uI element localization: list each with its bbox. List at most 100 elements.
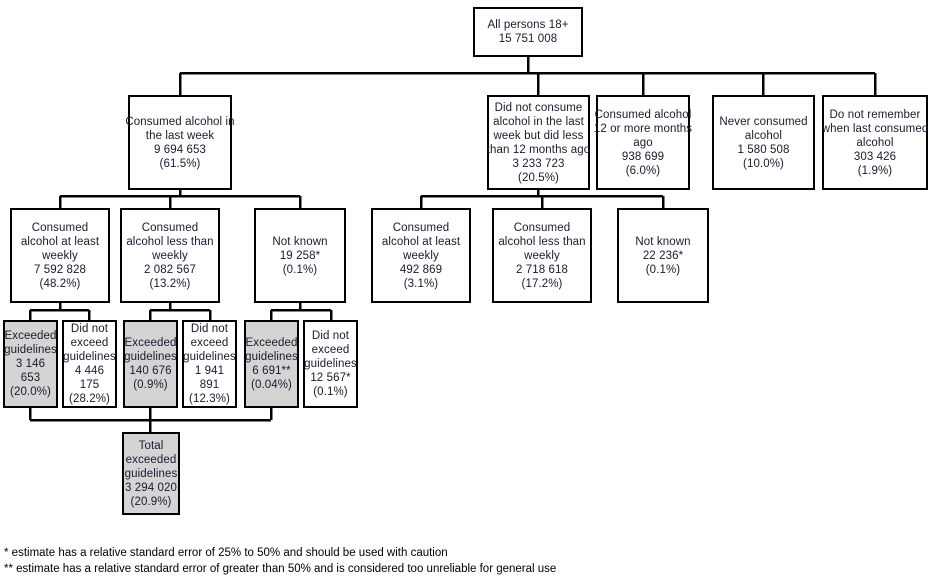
node-exceeded-2[interactable]: Exceeded guidelines 140 676 (0.9%) bbox=[123, 320, 178, 408]
node-line: (12.3%) bbox=[189, 393, 230, 405]
node-line: Consumed alcohol bbox=[594, 108, 692, 121]
node-lw-not-known[interactable]: Not known 19 258* (0.1%) bbox=[254, 208, 346, 303]
footnote-single-asterisk: * estimate has a relative standard error… bbox=[4, 547, 448, 559]
node-not-exceeded-2[interactable]: Did not exceed guidelines 1 941 891 (12.… bbox=[182, 320, 237, 408]
node-all-persons[interactable]: All persons 18+ 15 751 008 bbox=[473, 7, 583, 57]
node-line: Did not consume bbox=[494, 101, 583, 114]
node-line: 15 751 008 bbox=[498, 33, 558, 45]
node-nlw-not-known[interactable]: Not known 22 236* (0.1%) bbox=[617, 208, 709, 303]
node-line: 22 236* bbox=[642, 249, 684, 262]
node-line: Did not bbox=[70, 323, 109, 335]
node-line: guidelines bbox=[124, 467, 178, 480]
node-line: 1 941 891 bbox=[194, 365, 225, 391]
node-line: guidelines bbox=[245, 351, 298, 363]
node-line: guidelines bbox=[63, 351, 116, 363]
node-line: (0.1%) bbox=[282, 263, 318, 276]
node-line: guidelines bbox=[4, 344, 57, 356]
node-line: exceed bbox=[190, 337, 229, 349]
node-line: 938 699 bbox=[621, 150, 665, 163]
node-total-exceeded[interactable]: Total exceeded guidelines 3 294 020 (20.… bbox=[122, 432, 180, 515]
node-line: 4 446 175 bbox=[74, 365, 105, 391]
node-line: Consumed bbox=[513, 221, 571, 234]
node-line: 2 082 567 bbox=[143, 263, 197, 276]
node-line: 19 258* bbox=[279, 249, 321, 262]
node-line: 6 691** bbox=[252, 365, 291, 377]
node-exceeded-3[interactable]: Exceeded guidelines 6 691** (0.04%) bbox=[244, 320, 299, 408]
node-do-not-remember[interactable]: Do not remember when last consumed alcoh… bbox=[822, 95, 928, 190]
node-line: 9 694 653 bbox=[153, 143, 207, 156]
node-line: alcohol in the last bbox=[493, 115, 584, 128]
node-line: 12 or more months bbox=[593, 122, 693, 135]
node-line: (20.9%) bbox=[130, 495, 172, 508]
node-lw-less-than-weekly[interactable]: Consumed alcohol less than weekly 2 082 … bbox=[120, 208, 220, 303]
node-exceeded-1[interactable]: Exceeded guidelines 3 146 653 (20.0%) bbox=[3, 320, 58, 408]
footnote-double-asterisk: ** estimate has a relative standard erro… bbox=[4, 563, 557, 575]
node-line: All persons 18+ bbox=[487, 19, 569, 31]
node-line: (0.1%) bbox=[645, 263, 681, 276]
node-line: alcohol bbox=[744, 129, 783, 142]
node-line: Did not bbox=[311, 330, 350, 342]
node-line: (10.0%) bbox=[743, 157, 784, 170]
node-line: (17.2%) bbox=[521, 277, 563, 290]
node-line: 492 869 bbox=[399, 263, 443, 276]
node-line: guidelines bbox=[124, 351, 177, 363]
node-line: (0.1%) bbox=[313, 386, 348, 398]
node-line: Exceeded bbox=[124, 337, 177, 349]
node-line: 303 426 bbox=[853, 150, 897, 163]
node-line: 3 294 020 bbox=[124, 481, 178, 494]
node-line: 140 676 bbox=[129, 365, 172, 377]
node-line: 1 580 508 bbox=[737, 143, 790, 156]
node-not-last-week-under-12mo[interactable]: Did not consume alcohol in the last week… bbox=[487, 95, 590, 190]
node-line: Consumed bbox=[392, 221, 450, 234]
node-line: Never consumed bbox=[719, 115, 808, 128]
node-consumed-12-or-more-months-ago[interactable]: Consumed alcohol 12 or more months ago 9… bbox=[593, 95, 693, 190]
node-line: Not known bbox=[635, 235, 691, 248]
node-line: when last consumed bbox=[821, 122, 929, 135]
node-line: Did not bbox=[190, 323, 229, 335]
node-line: week but did less bbox=[493, 129, 584, 142]
node-line: Exceeded bbox=[245, 337, 298, 349]
node-line: (3.1%) bbox=[403, 277, 439, 290]
node-not-exceeded-1[interactable]: Did not exceed guidelines 4 446 175 (28.… bbox=[62, 320, 117, 408]
node-line: alcohol less than bbox=[498, 235, 586, 248]
node-line: Not known bbox=[272, 235, 328, 248]
node-nlw-at-least-weekly[interactable]: Consumed alcohol at least weekly 492 869… bbox=[371, 208, 471, 303]
node-line: (13.2%) bbox=[149, 277, 191, 290]
node-line: ago bbox=[633, 136, 653, 149]
node-line: (48.2%) bbox=[39, 277, 81, 290]
node-line: 3 233 723 bbox=[512, 157, 565, 170]
node-line: alcohol less than bbox=[126, 235, 214, 248]
node-line: 7 592 828 bbox=[33, 263, 87, 276]
node-line: guidelines bbox=[304, 358, 357, 370]
node-lw-at-least-weekly[interactable]: Consumed alcohol at least weekly 7 592 8… bbox=[10, 208, 110, 303]
node-line: Consumed bbox=[31, 221, 89, 234]
node-line: (0.04%) bbox=[251, 379, 292, 391]
node-line: exceed bbox=[311, 344, 350, 356]
node-line: Total bbox=[138, 439, 164, 452]
node-line: (6.0%) bbox=[625, 164, 661, 177]
node-line: Consumed bbox=[141, 221, 199, 234]
node-line: weekly bbox=[42, 249, 78, 262]
node-line: alcohol at least bbox=[381, 235, 461, 248]
node-line: Consumed alcohol in bbox=[125, 115, 235, 128]
node-not-exceeded-3[interactable]: Did not exceed guidelines 12 567* (0.1%) bbox=[303, 320, 358, 408]
node-line: (61.5%) bbox=[159, 157, 201, 170]
node-line: the last week bbox=[145, 129, 215, 142]
node-nlw-less-than-weekly[interactable]: Consumed alcohol less than weekly 2 718 … bbox=[492, 208, 592, 303]
node-line: 3 146 653 bbox=[15, 358, 46, 384]
node-line: alcohol bbox=[856, 136, 894, 149]
node-never-consumed[interactable]: Never consumed alcohol 1 580 508 (10.0%) bbox=[712, 95, 815, 190]
node-line: (28.2%) bbox=[69, 393, 110, 405]
node-line: exceed bbox=[70, 337, 109, 349]
node-line: (20.5%) bbox=[518, 171, 559, 184]
node-line: 12 567* bbox=[310, 372, 351, 384]
node-consumed-last-week[interactable]: Consumed alcohol in the last week 9 694 … bbox=[125, 95, 235, 190]
node-line: exceeded bbox=[125, 453, 177, 466]
node-line: alcohol at least bbox=[20, 235, 100, 248]
node-line: weekly bbox=[524, 249, 560, 262]
node-line: Do not remember bbox=[829, 108, 921, 121]
node-line: (20.0%) bbox=[10, 386, 51, 398]
node-line: guidelines bbox=[183, 351, 236, 363]
node-line: (1.9%) bbox=[857, 164, 893, 177]
